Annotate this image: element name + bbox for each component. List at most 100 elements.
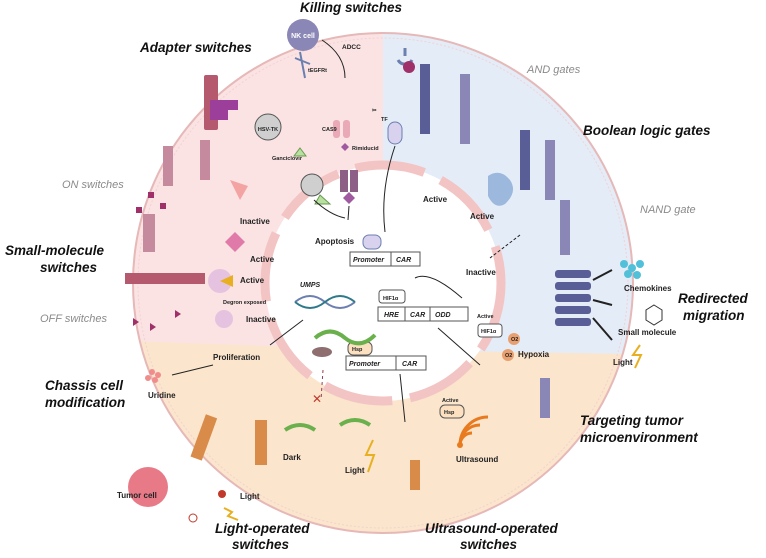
nucleus	[260, 160, 506, 406]
section-small-molecule-line2: switches	[40, 260, 98, 275]
lightning-icon-left	[223, 507, 239, 521]
dark-dashed-arrow	[320, 369, 324, 401]
rimiducid-label: Rimiducid	[352, 146, 379, 152]
tf-protein	[387, 121, 403, 145]
and-gate-receptor-1	[420, 64, 430, 134]
car-2-label: CAR	[410, 312, 425, 319]
nand-dashed-arrow	[489, 234, 521, 259]
hsp-box-2	[439, 404, 465, 419]
blocked-x-icon: ✕	[312, 392, 322, 406]
dna-strand-2	[294, 295, 356, 309]
promoter-car-construct-2	[345, 355, 427, 371]
hre-car-odd-construct	[377, 306, 469, 322]
casp9-b	[343, 120, 350, 138]
dark-label: Dark	[283, 453, 301, 462]
odd-label: ODD	[435, 312, 451, 319]
light-dimer-a	[312, 347, 332, 357]
active-hsp-label: Active	[442, 398, 459, 404]
o2-2-label: O2	[505, 353, 512, 359]
section-ultrasound-line2: switches	[460, 537, 518, 552]
hsp-to-ultrasound-arrow	[399, 373, 406, 423]
inactive-off-label: Inactive	[246, 315, 276, 324]
casp9-dimer-a	[340, 170, 348, 192]
ganciclovir-label: Ganciclovir	[272, 156, 303, 162]
active-small-label: Active	[240, 276, 265, 285]
ultrasound-receptor	[410, 460, 420, 490]
hypoxia-label: Hypoxia	[518, 350, 550, 359]
to-tumor-microenv-arrow	[437, 327, 481, 366]
hsv-tk-active	[300, 173, 324, 197]
gpcr-receptor-icon	[555, 270, 591, 326]
tegfrt-label: tEGFRt	[308, 68, 327, 74]
degron-exposed-label: Degron exposed	[223, 300, 266, 306]
section-chassis-line2: modification	[45, 395, 125, 410]
arrow-to-apoptosis-2	[347, 205, 350, 221]
uridine-cluster-icon	[145, 369, 161, 383]
light-protein	[338, 418, 372, 427]
section-killing-switches: Killing switches	[300, 0, 403, 15]
inactive-nand-label: Inactive	[466, 268, 496, 277]
hsp-1-label: Hsp	[352, 347, 363, 353]
scissors-icon: ✂	[372, 108, 377, 114]
umps-label: UMPS	[300, 282, 321, 289]
section-light-operated-line2: switches	[232, 537, 290, 552]
hif-feedback-arrow	[414, 275, 463, 299]
gpcr-outputs-arrows	[592, 269, 613, 341]
o2-bubble-1	[508, 333, 520, 345]
section-redirected-line2: migration	[683, 308, 745, 323]
promoter-1-label: Promoter	[353, 257, 385, 264]
antigen-icon	[218, 490, 226, 498]
inactive-on-label: Inactive	[240, 217, 270, 226]
hsp-2-label: Hsp	[444, 410, 455, 416]
casp9-a	[333, 120, 340, 138]
active-hif-label: Active	[477, 314, 494, 320]
on-receptor-1	[163, 146, 173, 186]
car-3-label: CAR	[402, 361, 417, 368]
on-inactive-icon	[230, 180, 248, 200]
tme-receptor	[540, 378, 550, 418]
small-mol-receptor	[125, 273, 205, 284]
arrow-to-apoptosis-1	[313, 199, 346, 219]
rimiducid-icon	[341, 143, 349, 151]
dark-protein	[283, 423, 317, 432]
antigen-tag-icon	[188, 513, 198, 523]
nk-cell-label: NK cell	[291, 33, 315, 40]
off-pacman	[215, 310, 233, 328]
chemokines-label: Chemokines	[624, 284, 672, 293]
on-drug-dots	[136, 192, 166, 213]
hsv-tk-pacman	[254, 113, 282, 141]
light-right-label: Light	[613, 358, 633, 367]
casp9-label: CAS9	[322, 127, 337, 133]
promoter-car-construct-1	[349, 251, 421, 267]
light-protein-active	[313, 329, 377, 346]
lightning-icon-bottom	[364, 439, 376, 473]
section-and-gates: AND gates	[526, 64, 581, 76]
antibody-icon	[294, 51, 311, 79]
active-and-label: Active	[423, 195, 448, 204]
ultrasound-label: Ultrasound	[456, 455, 498, 464]
section-chassis-line1: Chassis cell	[45, 378, 123, 393]
promoter-2-label: Promoter	[349, 361, 381, 368]
casp9-dimer-b	[350, 170, 358, 192]
on-receptor-2	[200, 140, 210, 180]
tumor-cell	[128, 467, 168, 507]
light-op-receptor-1	[190, 414, 218, 461]
on-receptor-active	[143, 214, 155, 252]
tf-to-promoter-arrow	[383, 145, 396, 233]
hif1a-box-2	[477, 323, 503, 338]
tf-label: TF	[381, 117, 388, 123]
hre-label: HRE	[384, 312, 399, 319]
bool-receptor-2	[545, 140, 555, 200]
section-small-molecule-line1: Small-molecule	[5, 243, 105, 258]
car-1-label: CAR	[396, 257, 411, 264]
hsv-tk-label: HSV-TK	[258, 127, 278, 133]
uridine-arrow	[171, 364, 214, 376]
active-bool-label: Active	[470, 212, 495, 221]
active-on-label: Active	[250, 255, 275, 264]
tumor-cell-label: Tumor cell	[117, 491, 157, 500]
adcc-label: ADCC	[342, 44, 361, 51]
nk-cell	[287, 19, 319, 51]
o2-1-label: O2	[511, 337, 518, 343]
section-light-operated-line1: Light-operated	[215, 521, 310, 536]
